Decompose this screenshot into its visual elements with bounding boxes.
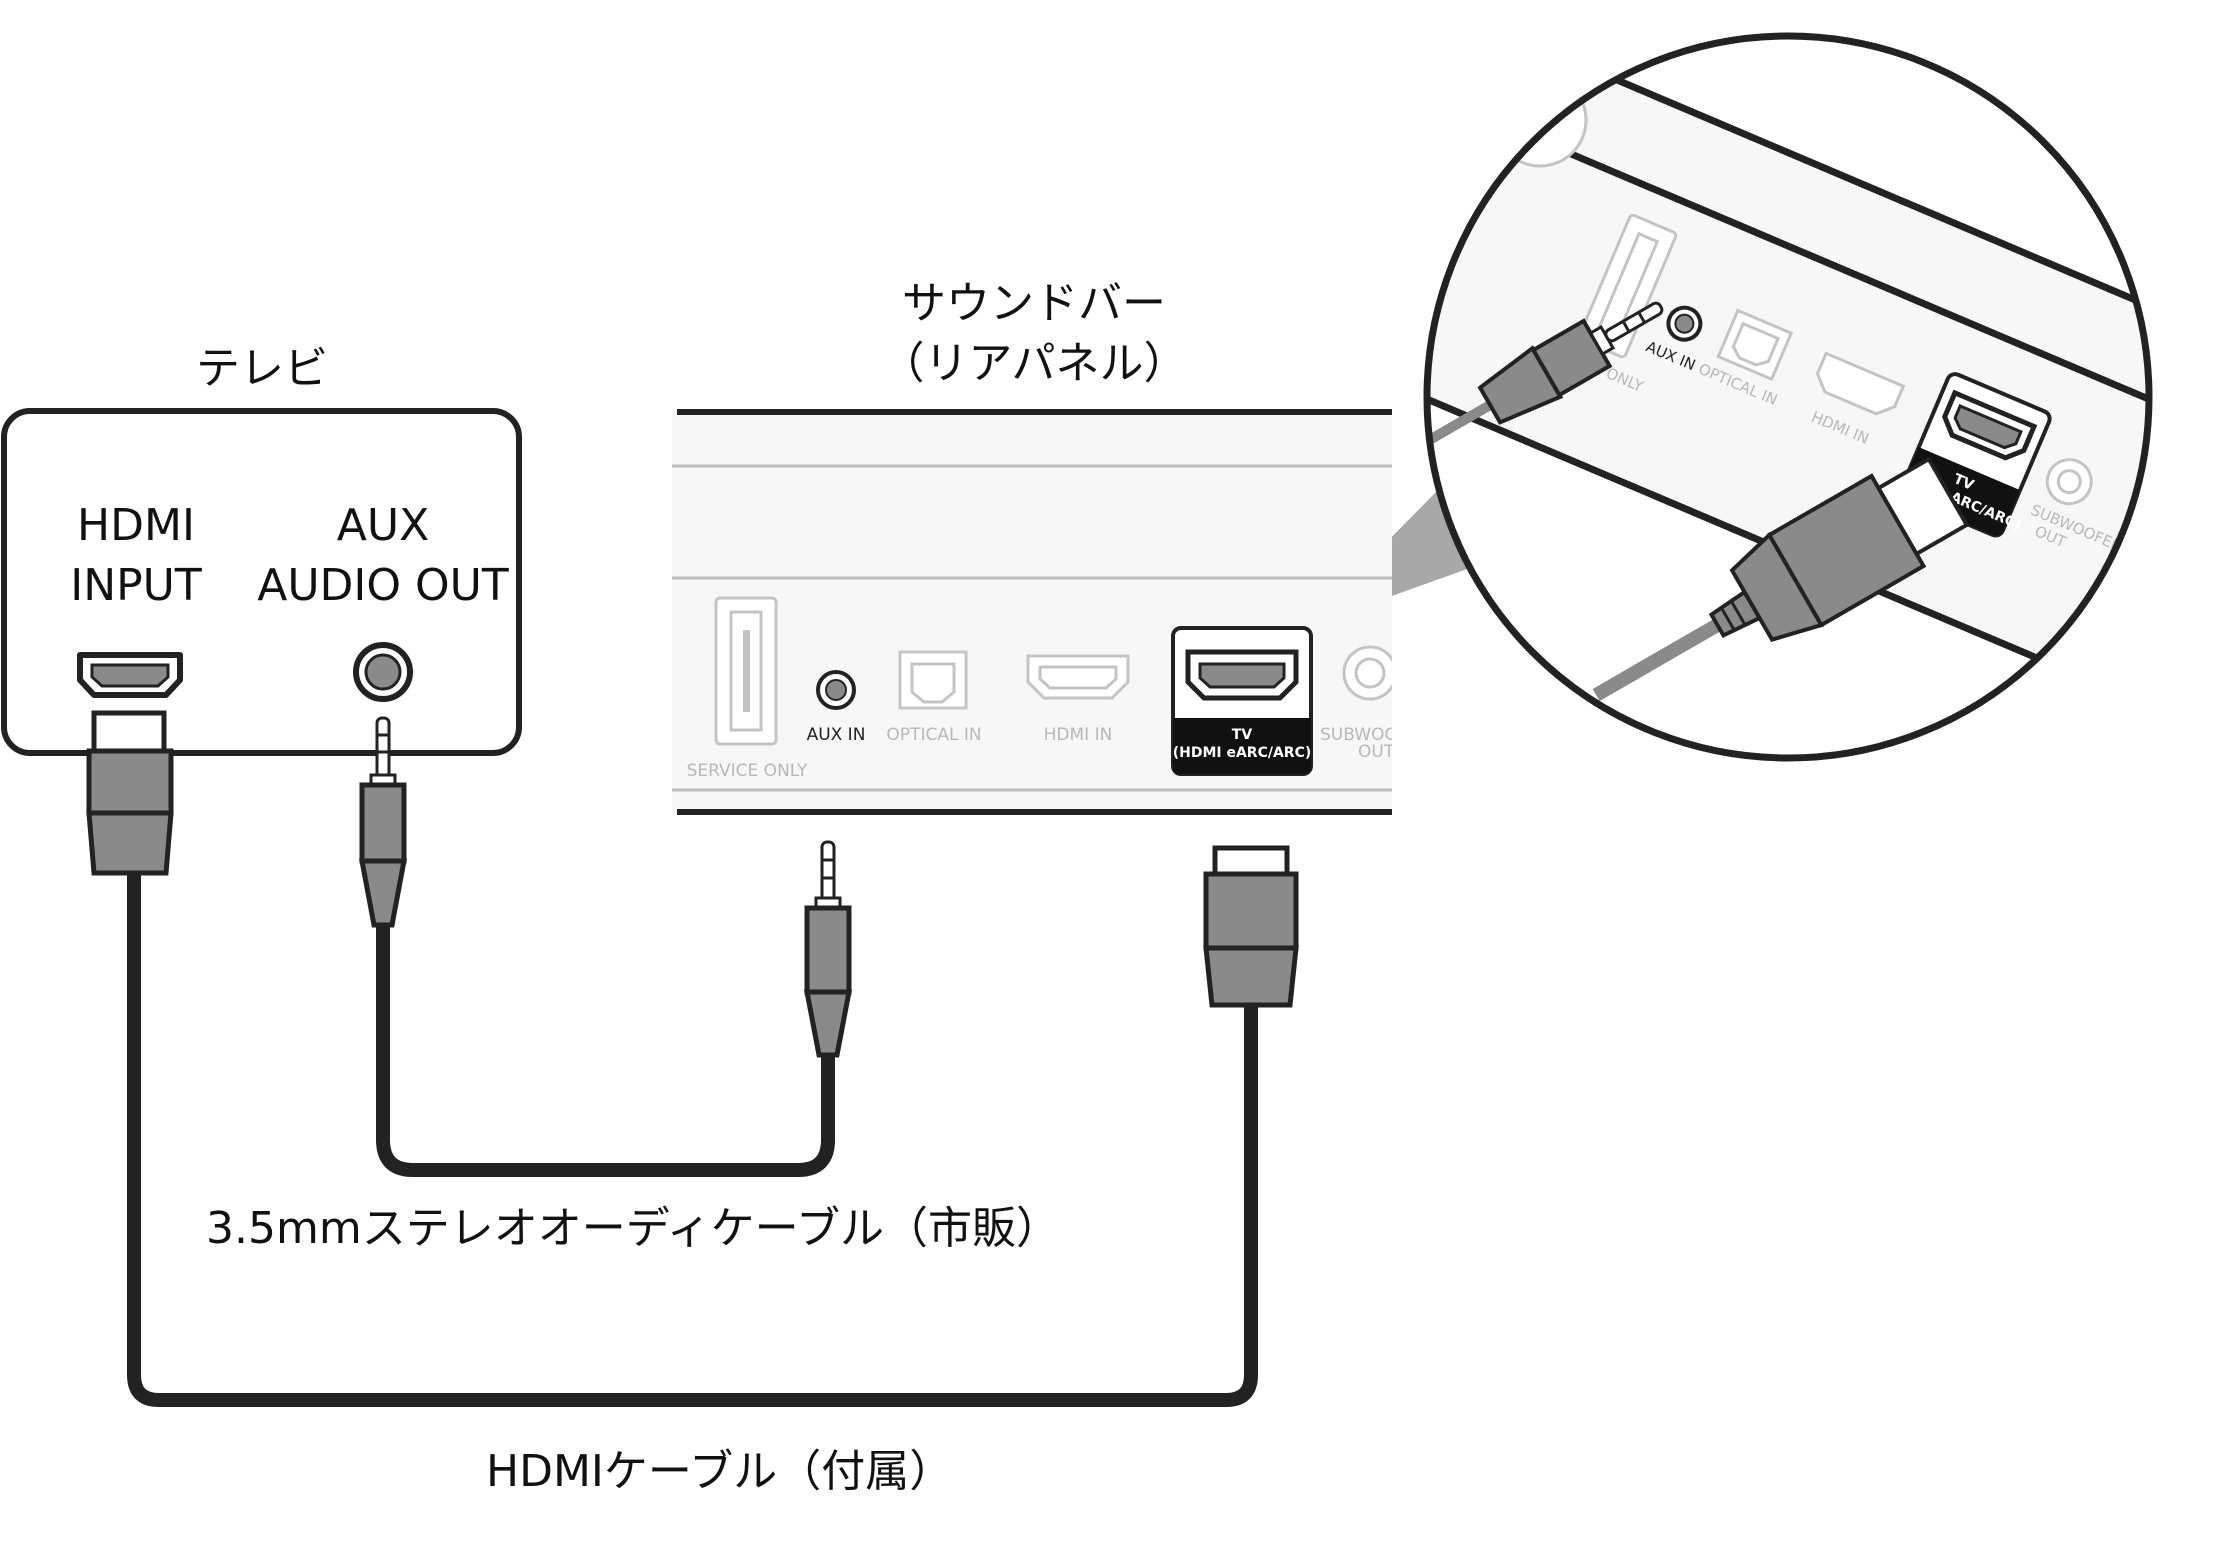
zoom-tv-label-line1: TV [1951, 471, 1976, 494]
tv-aux-jack-icon [353, 642, 413, 702]
optical-in-label: OPTICAL IN [886, 725, 981, 745]
optical-in-port-icon [898, 650, 968, 710]
service-only-port-icon [714, 596, 778, 746]
tv-aux-label-line2: AUDIO OUT [257, 560, 509, 611]
hdmi-in-label: HDMI IN [1044, 725, 1113, 745]
service-only-label: SERVICE ONLY [687, 761, 808, 781]
hdmi-cable-line [127, 860, 1258, 1407]
subwoofer-out-jack-icon [1342, 645, 1392, 701]
soundbar-hdmi-plug-icon [1203, 845, 1299, 1008]
tv-port-label-line1: TV [1232, 727, 1253, 743]
tv-port-label-line2: (HDMI eARC/ARC) [1173, 745, 1312, 761]
tv-unit: テレビ HDMI INPUT AUX AUDIO OUT [1, 343, 522, 756]
aux-in-label: AUX IN [807, 725, 866, 745]
soundbar-title-line1: サウンドバー [902, 278, 1166, 329]
tv-title: テレビ [196, 343, 328, 394]
subwoofer-out-label-line2: OUT [1358, 742, 1395, 762]
tv-hdmi-port-icon [77, 652, 183, 698]
zoom-hdmi-plug-icon [1592, 456, 1970, 702]
tv-hdmi-plug-icon [86, 710, 174, 876]
subwoofer-out-label-line1: SUBWOOFER [1320, 725, 1430, 745]
soundbar-title-line2: （リアパネル） [880, 338, 1187, 389]
tv-hdmi-label-line1: HDMI [77, 500, 195, 551]
aux-cable-label: 3.5mmステレオオーディケーブル（市販） [206, 1203, 1060, 1254]
tv-aux-label-line1: AUX [337, 500, 429, 551]
aux-in-jack-icon [816, 670, 856, 710]
aux-cable-line [376, 925, 835, 1177]
hdmi-cable-label: HDMIケーブル（付属） [486, 1446, 953, 1497]
tv-hdmi-earc-port [1171, 626, 1313, 776]
zoom-aux-plug-icon [1427, 301, 1664, 455]
zoom-detail: SERVICE ONLY AUX IN OPTICAL IN HDMI IN T… [1423, 32, 2153, 762]
soundbar-aux-plug-icon [803, 840, 853, 1058]
soundbar-panel: サウンドバー （リアパネル） SERVICE ONLY AUX IN [672, 278, 1430, 815]
hdmi-in-port-icon [1026, 654, 1130, 700]
tv-hdmi-label-line2: INPUT [70, 560, 202, 611]
tv-aux-plug-icon [358, 716, 408, 928]
